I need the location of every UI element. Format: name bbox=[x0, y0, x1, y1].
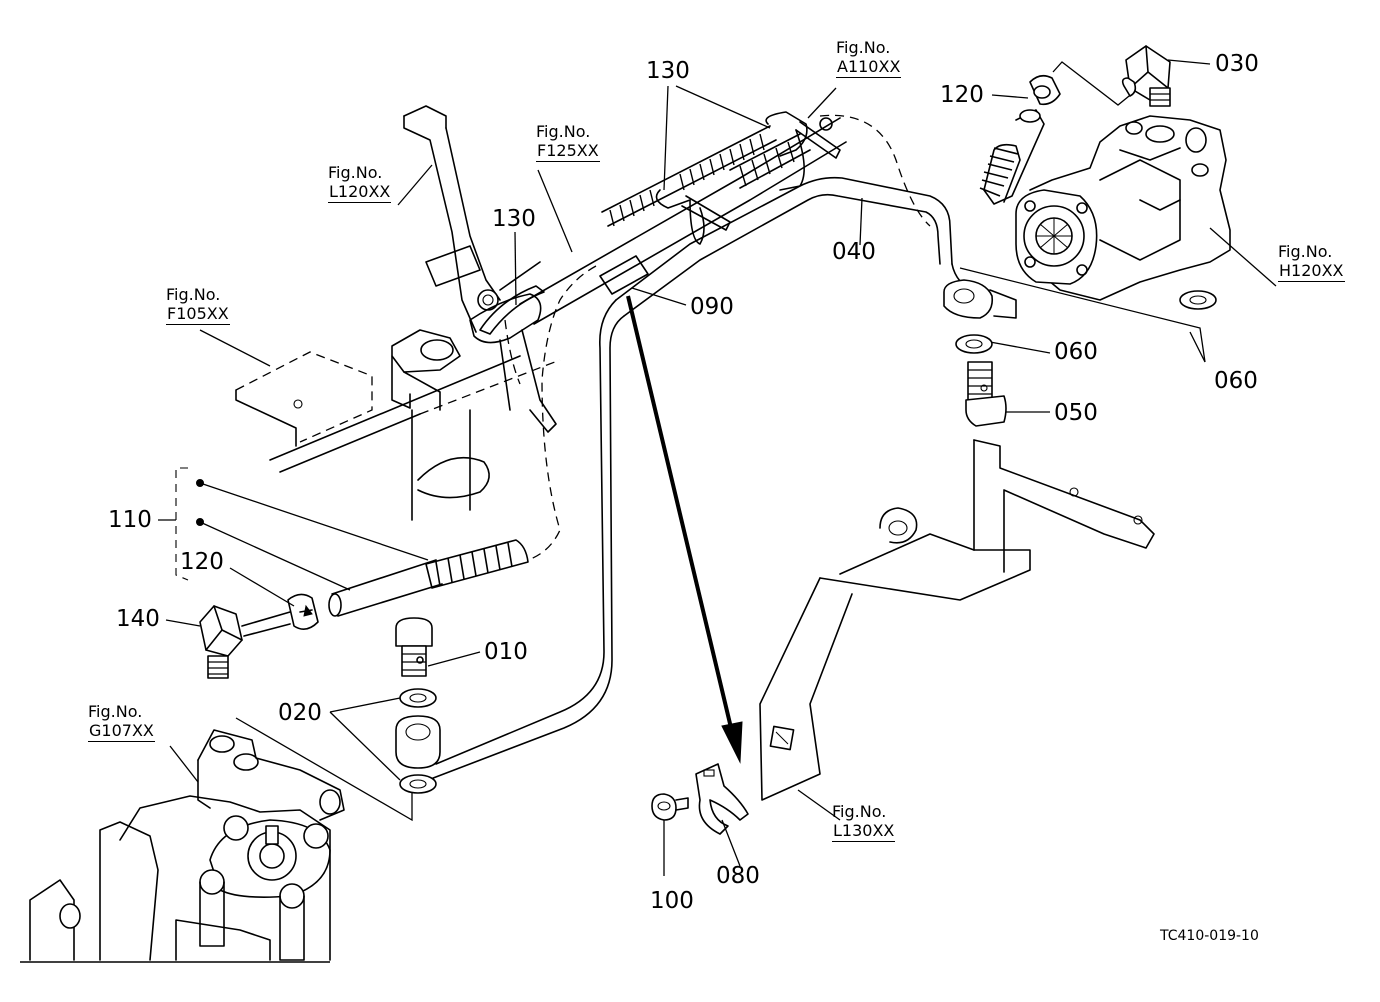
elbow-030 bbox=[1121, 45, 1171, 107]
part-label-130: 130 bbox=[492, 206, 536, 232]
part-label-060: 060 bbox=[1214, 368, 1258, 394]
drawing-code: TC410-019-10 bbox=[1160, 928, 1259, 944]
figure-ref-number: L120XX bbox=[328, 182, 392, 203]
part-label-080: 080 bbox=[716, 863, 760, 889]
figure-ref-f105: Fig.No. F105XX bbox=[166, 285, 230, 325]
figure-ref-number: L130XX bbox=[832, 821, 896, 842]
figure-ref-f125: Fig.No. F125XX bbox=[536, 122, 600, 162]
banjo-fitting bbox=[943, 279, 1017, 319]
figure-ref-number: F105XX bbox=[166, 304, 230, 325]
figure-ref-number: G107XX bbox=[88, 721, 155, 742]
pump-g107 bbox=[20, 729, 345, 963]
clip-080 bbox=[695, 763, 749, 835]
screw-100 bbox=[651, 793, 689, 821]
figure-ref-g107: Fig.No. G107XX bbox=[88, 702, 155, 742]
figure-ref-label: Fig.No. bbox=[536, 122, 591, 141]
part-label-100: 100 bbox=[650, 888, 694, 914]
figure-ref-label: Fig.No. bbox=[166, 285, 221, 304]
part-label-030: 030 bbox=[1215, 51, 1259, 77]
figure-ref-l130: Fig.No. L130XX bbox=[832, 802, 896, 842]
pipe-040 bbox=[427, 114, 977, 781]
figure-ref-label: Fig.No. bbox=[1278, 242, 1333, 261]
hose-right bbox=[979, 74, 1061, 205]
bracket-l130 bbox=[759, 439, 1155, 801]
pedal-bracket-l120 bbox=[391, 105, 501, 521]
fuel-hose-090 bbox=[469, 117, 847, 433]
part-label-060: 060 bbox=[1054, 339, 1098, 365]
part-label-020: 020 bbox=[278, 700, 322, 726]
figure-ref-label: Fig.No. bbox=[88, 702, 143, 721]
figure-ref-label: Fig.No. bbox=[832, 802, 887, 821]
part-label-110: 110 bbox=[108, 507, 152, 533]
figure-ref-h120: Fig.No. H120XX bbox=[1278, 242, 1345, 282]
assembly-arrow bbox=[626, 295, 743, 764]
banjo-bolt-010 bbox=[395, 617, 433, 677]
spiral-guard-130 bbox=[479, 111, 841, 335]
leader-lines bbox=[158, 59, 1277, 876]
figure-ref-label: Fig.No. bbox=[328, 163, 383, 182]
figure-ref-a110: Fig.No. A110XX bbox=[836, 38, 902, 78]
figure-ref-label: Fig.No. bbox=[836, 38, 891, 57]
part-label-120: 120 bbox=[940, 82, 984, 108]
part-label-090: 090 bbox=[690, 294, 734, 320]
fuel-hose-110 bbox=[199, 539, 529, 679]
washer-020 bbox=[395, 688, 441, 794]
part-label-050: 050 bbox=[1054, 400, 1098, 426]
figure-ref-l120: Fig.No. L120XX bbox=[328, 163, 392, 203]
figure-ref-number: A110XX bbox=[836, 57, 902, 78]
part-label-120: 120 bbox=[180, 549, 224, 575]
banjo-bolt-050 bbox=[965, 361, 1007, 427]
part-label-140: 140 bbox=[116, 606, 160, 632]
figure-ref-number: H120XX bbox=[1278, 261, 1345, 282]
part-label-040: 040 bbox=[832, 239, 876, 265]
figure-ref-number: F125XX bbox=[536, 141, 600, 162]
frame-plate-f105 bbox=[235, 351, 561, 473]
part-label-130: 130 bbox=[646, 58, 690, 84]
pump-h120 bbox=[1015, 115, 1231, 301]
part-label-010: 010 bbox=[484, 639, 528, 665]
washer-060 bbox=[955, 290, 1217, 354]
